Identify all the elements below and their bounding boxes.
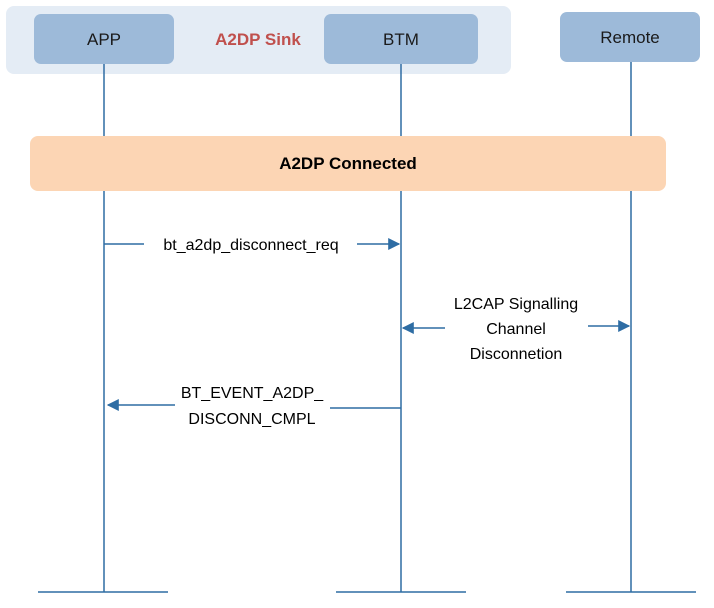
participant-app-label: APP <box>87 30 121 49</box>
message-l2cap-label-line2: Channel <box>486 321 546 338</box>
message-disconn-cmpl-label-line1: BT_EVENT_A2DP_ <box>181 385 324 402</box>
participant-app: APP <box>34 14 174 64</box>
participant-remote-label: Remote <box>600 28 660 47</box>
message-disconn-cmpl-label-line2: DISCONN_CMPL <box>188 411 315 428</box>
message-disconnect-req-label: bt_a2dp_disconnect_req <box>163 237 338 254</box>
a2dp-connected-banner: A2DP Connected <box>30 136 666 191</box>
group-label: A2DP Sink <box>215 30 301 49</box>
message-l2cap-disconnect: L2CAP Signalling Channel Disconnetion <box>401 296 631 363</box>
message-disconn-cmpl: BT_EVENT_A2DP_ DISCONN_CMPL <box>106 385 401 428</box>
message-l2cap-label-line1: L2CAP Signalling <box>454 296 578 313</box>
message-disconnect-req: bt_a2dp_disconnect_req <box>104 237 401 254</box>
banner-label: A2DP Connected <box>279 154 417 173</box>
message-l2cap-label-line3: Disconnetion <box>470 346 563 363</box>
participant-btm-label: BTM <box>383 30 419 49</box>
participant-btm: BTM <box>324 14 478 64</box>
participant-remote: Remote <box>560 12 700 62</box>
